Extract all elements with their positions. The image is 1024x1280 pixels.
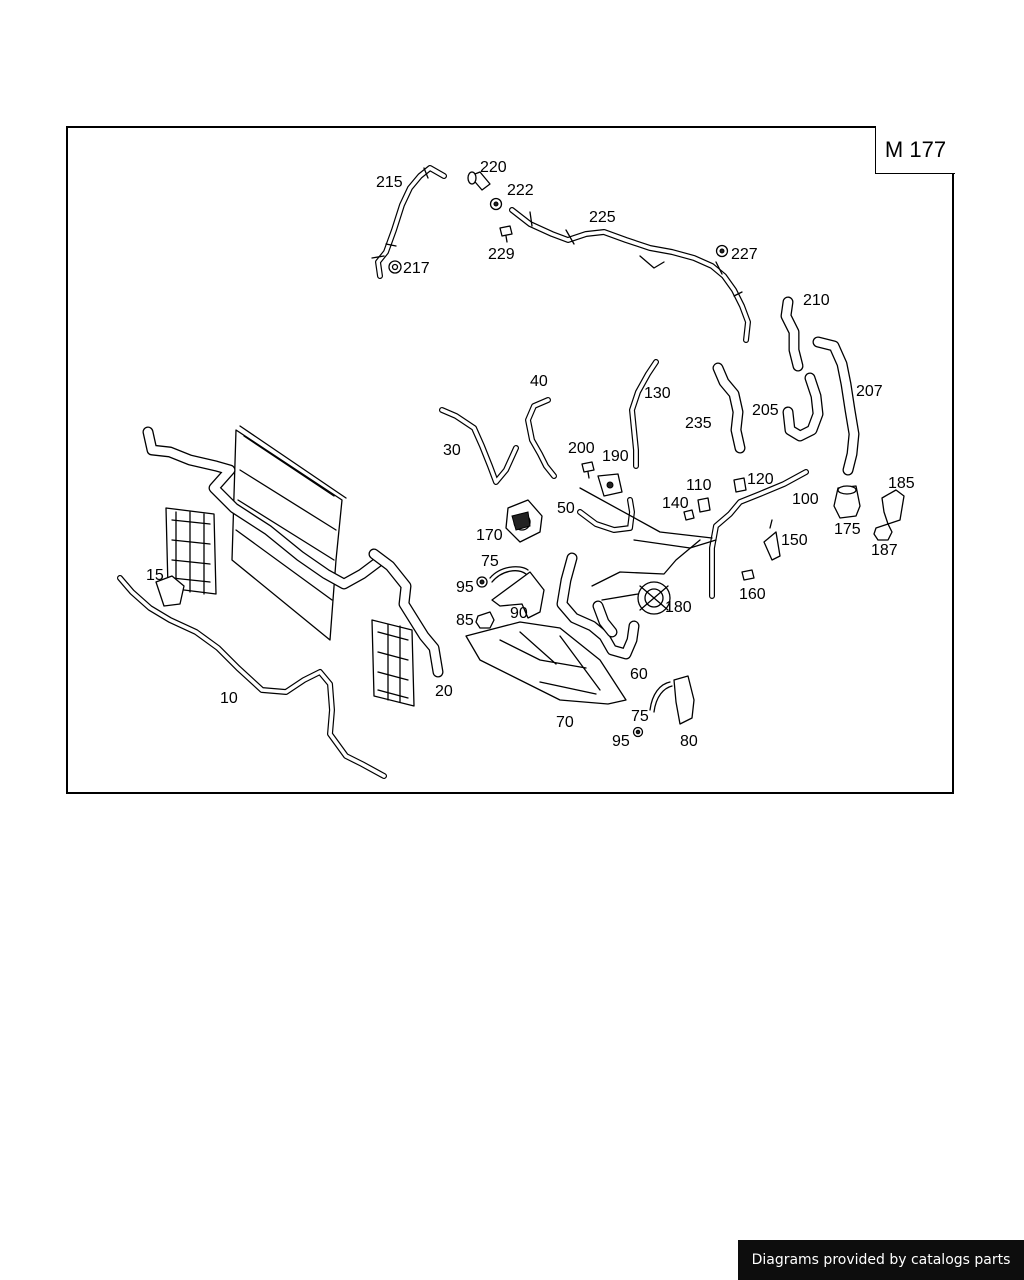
label-205[interactable]: 205 (752, 402, 779, 419)
label-185[interactable]: 185 (888, 475, 915, 492)
part-30-hose[interactable] (439, 407, 519, 485)
label-85[interactable]: 85 (456, 612, 474, 629)
label-160[interactable]: 160 (739, 586, 766, 603)
label-110[interactable]: 110 (686, 477, 712, 494)
upper-radiator-hose[interactable] (142, 426, 384, 590)
label-100[interactable]: 100 (792, 491, 819, 508)
label-95[interactable]: 95 (456, 579, 474, 596)
part-180-pump[interactable] (637, 581, 671, 615)
label-90[interactable]: 90 (510, 605, 528, 622)
label-60[interactable]: 60 (630, 666, 648, 683)
auxiliary-radiator-right[interactable] (371, 619, 415, 707)
label-229[interactable]: 229 (488, 246, 515, 263)
label-120[interactable]: 120 (747, 471, 774, 488)
model-code-box: M 177 (875, 126, 955, 174)
label-10[interactable]: 10 (220, 690, 238, 707)
label-227[interactable]: 227 (731, 246, 758, 263)
part-140-bolt[interactable] (683, 509, 695, 521)
label-75[interactable]: 75 (481, 553, 499, 570)
label-225[interactable]: 225 (589, 209, 616, 226)
part-75-clamp[interactable] (489, 566, 529, 583)
part-110-clip[interactable] (697, 497, 711, 513)
part-160-bolt[interactable] (741, 569, 755, 581)
part-210-hose[interactable] (780, 296, 804, 372)
footer-credit: Diagrams provided by catalogs parts (738, 1240, 1024, 1280)
label-140[interactable]: 140 (662, 495, 689, 512)
auxiliary-radiator-left[interactable] (165, 507, 217, 595)
part-85-nut[interactable] (475, 611, 495, 629)
part-60-hose[interactable] (556, 552, 640, 660)
part-75-clamp-lower[interactable] (649, 681, 673, 713)
label-80[interactable]: 80 (680, 733, 698, 750)
label-20[interactable]: 20 (435, 683, 453, 700)
label-95-lower[interactable]: 95 (612, 733, 630, 750)
label-200[interactable]: 200 (568, 440, 595, 457)
label-170[interactable]: 170 (476, 527, 503, 544)
parts-diagram: 215 217 220 222 225 227 229 210 40 130 2… (117, 159, 915, 779)
label-130[interactable]: 130 (644, 385, 671, 402)
leader-lines-center (591, 539, 701, 601)
part-10-hose[interactable] (117, 575, 387, 779)
part-215-line[interactable] (371, 165, 447, 279)
label-150[interactable]: 150 (781, 532, 808, 549)
main-radiator[interactable] (231, 425, 347, 641)
model-code: M 177 (884, 136, 947, 162)
part-200-bolt[interactable] (581, 461, 595, 479)
part-222-clip[interactable] (489, 197, 503, 211)
part-175-reservoir[interactable] (833, 485, 861, 519)
label-210[interactable]: 210 (803, 292, 830, 309)
part-185-bracket[interactable] (881, 489, 905, 525)
part-70-undershield[interactable] (465, 621, 627, 705)
part-220-connector[interactable] (467, 171, 491, 191)
label-70[interactable]: 70 (556, 714, 574, 731)
part-90-bracket[interactable] (491, 571, 545, 619)
label-220[interactable]: 220 (480, 159, 507, 176)
label-207[interactable]: 207 (856, 383, 883, 400)
part-80-bracket[interactable] (673, 675, 695, 725)
label-180[interactable]: 180 (665, 599, 692, 616)
label-15[interactable]: 15 (146, 567, 164, 584)
part-205-hose[interactable] (782, 372, 824, 442)
label-50[interactable]: 50 (557, 500, 575, 517)
part-187-nut[interactable] (873, 523, 893, 541)
part-235-hose[interactable] (712, 362, 746, 454)
part-207-hose[interactable] (812, 336, 860, 476)
part-40-hose[interactable] (525, 397, 557, 479)
part-150-sensor[interactable] (763, 519, 781, 561)
part-20-hose[interactable] (368, 548, 444, 678)
label-187[interactable]: 187 (871, 542, 898, 559)
part-120-clip[interactable] (733, 477, 747, 493)
part-217-clip[interactable] (388, 260, 402, 274)
part-labels: 215 217 220 222 225 227 229 210 40 130 2… (146, 159, 915, 750)
part-225-line[interactable] (509, 207, 751, 343)
label-215[interactable]: 215 (376, 174, 403, 191)
label-30[interactable]: 30 (443, 442, 461, 459)
part-95-nut-lower[interactable] (632, 726, 644, 738)
part-227-clip[interactable] (715, 244, 729, 258)
label-190[interactable]: 190 (602, 448, 629, 465)
label-217[interactable]: 217 (403, 260, 430, 277)
label-235[interactable]: 235 (685, 415, 712, 432)
footer-text: Diagrams provided by catalogs parts (751, 1252, 1011, 1268)
label-75-lower[interactable]: 75 (631, 708, 649, 725)
part-170-pump[interactable] (505, 499, 543, 543)
label-40[interactable]: 40 (530, 373, 548, 390)
part-229-bolt[interactable] (499, 225, 513, 243)
part-100-line[interactable] (579, 469, 809, 599)
part-190-valve[interactable] (597, 473, 623, 497)
label-222[interactable]: 222 (507, 182, 534, 199)
part-130-hose[interactable] (629, 359, 659, 469)
label-175[interactable]: 175 (834, 521, 861, 538)
part-15-bracket[interactable] (155, 575, 185, 607)
part-95-nut[interactable] (476, 576, 488, 588)
part-50-hose[interactable] (577, 497, 635, 533)
